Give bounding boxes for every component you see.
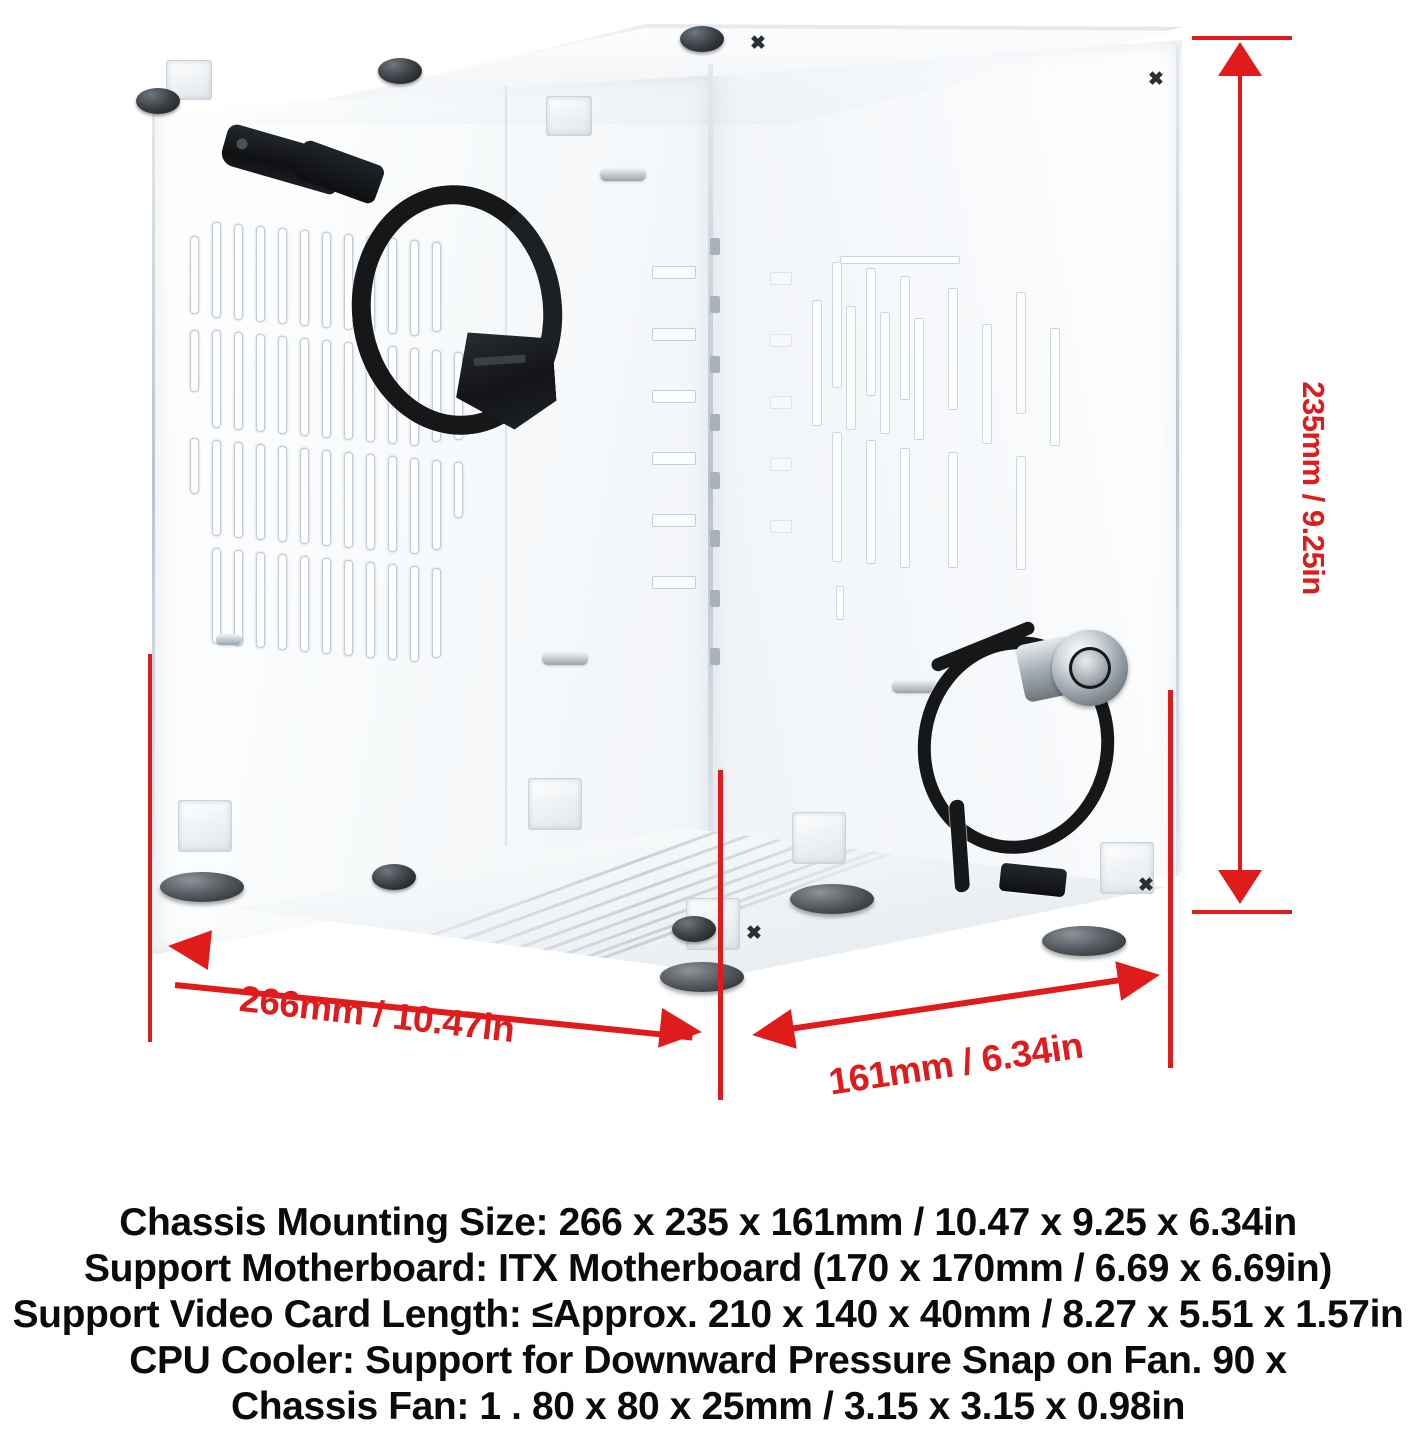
rubber-foot-mid-right xyxy=(790,884,874,914)
spec-line-chassis-fan: Chassis Fan: 1 . 80 x 80 x 25mm / 3.15 x… xyxy=(231,1385,1185,1428)
power-button-head xyxy=(1052,630,1128,706)
height-arrowhead-up xyxy=(1218,42,1262,76)
screw-head-bottom-front-icon: ✖ xyxy=(746,923,762,944)
thumbscrew-cap-top-left xyxy=(136,88,180,114)
width-ext-line-left xyxy=(148,654,152,1042)
spec-line-cpu-cooler: CPU Cooler: Support for Downward Pressur… xyxy=(129,1339,1287,1382)
case-edge-right-rear xyxy=(1176,46,1179,876)
standoff-pin-upper-right xyxy=(600,168,646,181)
corner-bracket-mid xyxy=(528,778,582,830)
rubber-foot-rear-left xyxy=(160,872,244,902)
height-arrow-shaft xyxy=(1238,52,1242,900)
corner-bracket-rear-right xyxy=(1100,842,1154,894)
width-dimension-label: 266mm / 10.47in xyxy=(237,978,517,1051)
height-ref-line-bottom xyxy=(1192,910,1292,914)
rubber-foot-front xyxy=(660,962,744,992)
standoff-pin-left-panel xyxy=(216,634,242,645)
thumbscrew-cap-top-mid xyxy=(378,58,422,84)
case-edge-inner-divider xyxy=(505,86,507,846)
case-edge-left-rear xyxy=(152,98,155,858)
corner-bracket-rear-left xyxy=(178,800,232,852)
depth-arrowhead-left xyxy=(749,1009,797,1055)
thumbscrew-cap-top-right xyxy=(680,26,724,52)
product-photo: ✖ ✖ ✖ ✖ xyxy=(0,0,1416,1180)
height-arrowhead-down xyxy=(1218,870,1262,904)
depth-arrow-shaft xyxy=(761,972,1151,1036)
depth-arrowhead-right xyxy=(1115,955,1163,1001)
spec-line-chassis-mounting-size: Chassis Mounting Size: 266 x 235 x 161mm… xyxy=(119,1201,1297,1244)
height-ref-line-top xyxy=(1192,36,1292,40)
rubber-foot-rear-right xyxy=(1042,926,1126,956)
corner-bracket-top-mid xyxy=(546,96,592,136)
width-ext-line-center xyxy=(718,770,723,1100)
height-dimension-label: 235mm / 9.25in xyxy=(1295,381,1331,595)
screw-head-bottom-right-icon: ✖ xyxy=(1138,875,1154,896)
spec-line-support-video-card: Support Video Card Length: ≤Approx. 210 … xyxy=(12,1293,1404,1336)
screw-head-top-right-icon: ✖ xyxy=(750,33,766,54)
width-arrowhead-left xyxy=(166,925,212,971)
corner-bracket-mid-right xyxy=(792,812,846,864)
thumbscrew-cap-bottom-mid xyxy=(672,916,716,942)
specification-list: Chassis Mounting Size: 266 x 235 x 161mm… xyxy=(0,1200,1416,1430)
spec-line-support-motherboard: Support Motherboard: ITX Motherboard (17… xyxy=(84,1247,1332,1290)
screw-head-top-far-right-icon: ✖ xyxy=(1148,69,1164,90)
dimension-callout-overlay: 235mm / 9.25in 266mm / 10.47in xyxy=(148,36,1331,1103)
depth-ext-line-right xyxy=(1168,690,1173,1068)
width-arrowhead-right xyxy=(658,1007,704,1053)
case-right-side-panel xyxy=(712,40,1182,945)
thumbscrew-cap-bottom-left xyxy=(372,864,416,890)
standoff-pin-mid-right xyxy=(892,680,938,693)
standoff-pin-mid-left xyxy=(542,652,588,665)
depth-dimension-label: 161mm / 6.34in xyxy=(826,1024,1086,1103)
